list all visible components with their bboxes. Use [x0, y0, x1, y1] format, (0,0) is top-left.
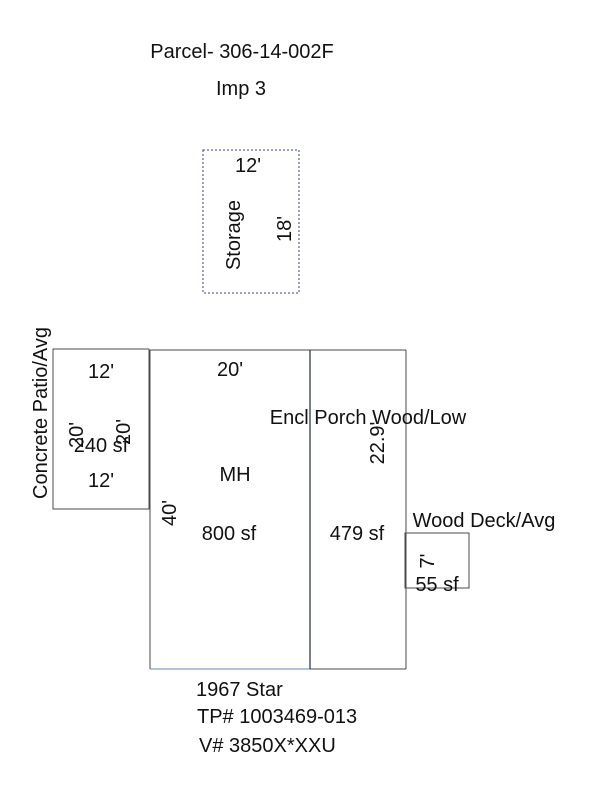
patio-bottom-label: 12'	[88, 470, 114, 492]
storage-width-label: 12'	[235, 155, 261, 177]
patio-top-label: 12'	[88, 361, 114, 383]
mh-side-label: 40'	[159, 500, 181, 526]
porch-name-label: Encl Porch Wood/Low	[270, 407, 467, 429]
mh-top-label: 20'	[217, 359, 243, 381]
porch-side-label: 22.9'	[367, 422, 389, 465]
patio-outline	[52, 348, 150, 510]
patio-left-label: 20'	[66, 422, 88, 448]
mh-area-label: 800 sf	[202, 523, 257, 545]
storage-depth-label: 18'	[274, 216, 296, 242]
deck-name-label: Wood Deck/Avg	[413, 510, 556, 532]
footer-year-make: 1967 Star	[196, 679, 283, 701]
footer-v-number: V# 3850X*XXU	[199, 735, 336, 757]
storage-outline	[202, 149, 300, 294]
deck-side-label: 7'	[417, 554, 439, 569]
patio-right-label: 20'	[113, 419, 135, 445]
improvement-label: Imp 3	[216, 78, 266, 100]
deck-area-label: 55 sf	[415, 574, 459, 596]
porch-area-label: 479 sf	[330, 523, 385, 545]
parcel-title: Parcel- 306-14-002F	[150, 41, 333, 63]
patio-name-label: Concrete Patio/Avg	[30, 327, 52, 499]
storage-name-label: Storage	[223, 200, 245, 270]
deck-outline	[404, 532, 470, 589]
footer-tp-number: TP# 1003469-013	[197, 706, 357, 728]
mh-name-label: MH	[219, 464, 250, 486]
patio-area-label: 240 sf	[74, 435, 129, 457]
